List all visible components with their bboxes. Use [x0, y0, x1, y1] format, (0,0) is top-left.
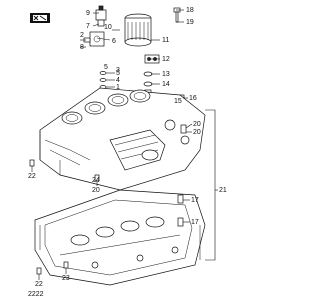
callout-2222: 2222	[28, 291, 44, 298]
callout-11: 11	[162, 37, 169, 44]
callout-12: 12	[162, 56, 170, 63]
callout-14: 14	[162, 81, 170, 88]
fitting-block	[83, 31, 105, 47]
callout-22-b: 22	[35, 281, 43, 288]
callout-20-c: 20	[92, 187, 100, 194]
callout-6: 6	[112, 38, 116, 45]
callout-24: 24	[92, 177, 100, 184]
callout-13: 13	[162, 71, 170, 78]
callout-23: 23	[62, 275, 70, 282]
callout-3: 3	[116, 67, 120, 74]
callout-7: 7	[86, 23, 90, 30]
crankcase-exploded-diagram: 9 10 7 2 8 6 18 19 11 12 13 14 5 3 4 1 1…	[28, 5, 227, 298]
callout-labels: 9 10 7 2 8 6 18 19 11 12 13 14 5 3 4 1 1…	[28, 7, 227, 298]
callout-8: 8	[80, 44, 84, 51]
callout-9: 9	[86, 10, 90, 17]
leader-lines	[31, 9, 218, 280]
callout-15: 15	[174, 98, 182, 105]
oil-pressure-switch	[95, 5, 107, 27]
callout-10: 10	[104, 24, 112, 31]
callout-22-a: 22	[28, 173, 36, 180]
small-bolts	[29, 124, 187, 275]
upper-crankcase	[39, 87, 206, 191]
callout-16: 16	[189, 95, 197, 102]
callout-2: 2	[80, 32, 84, 39]
callout-20-b: 20	[193, 129, 201, 136]
callout-4: 4	[116, 77, 120, 84]
callout-5-b: 5	[104, 64, 108, 71]
lower-crankcase	[34, 189, 206, 286]
callout-19: 19	[186, 19, 194, 26]
callout-18: 18	[186, 7, 194, 14]
oil-filter-cylinder	[124, 13, 152, 47]
manufacturer-emblem	[30, 13, 50, 23]
callout-5: 5	[116, 70, 120, 77]
callout-1: 1	[116, 84, 120, 91]
callout-17: 17	[191, 197, 199, 204]
callout-21: 21	[219, 187, 227, 194]
callout-20-a: 20	[193, 121, 201, 128]
callout-17-b: 17	[191, 219, 199, 226]
